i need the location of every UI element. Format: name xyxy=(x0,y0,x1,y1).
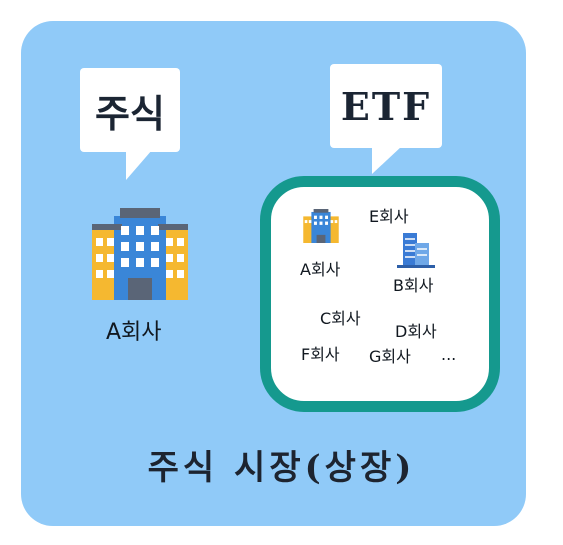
etf-company-b: B회사 xyxy=(393,276,434,295)
speech-bubble-stock: 주식 xyxy=(80,68,180,180)
bubble-tail xyxy=(372,146,402,174)
stock-market-title: 주식 시장(상장) xyxy=(147,448,416,488)
bubble-tail xyxy=(126,150,152,180)
office-tower-icon xyxy=(397,233,435,268)
bubble-etf-label: ETF xyxy=(340,83,432,129)
etf-more: ... xyxy=(441,345,457,364)
company-a-label: A회사 xyxy=(106,320,162,345)
etf-basket: E회사 A회사 B회사 C회사 D회사 F회사 G회사 ... xyxy=(260,176,500,412)
etf-company-a: A회사 xyxy=(300,260,341,279)
etf-company-f: F회사 xyxy=(301,345,340,364)
etf-company-g: G회사 xyxy=(369,347,411,366)
etf-company-d: D회사 xyxy=(395,322,437,341)
speech-bubble-etf: ETF xyxy=(330,64,442,174)
etf-company-e: E회사 xyxy=(369,207,409,226)
building-icon xyxy=(92,208,188,300)
bubble-stock-label: 주식 xyxy=(95,90,165,136)
etf-company-c: C회사 xyxy=(320,309,361,328)
building-icon xyxy=(303,209,339,243)
